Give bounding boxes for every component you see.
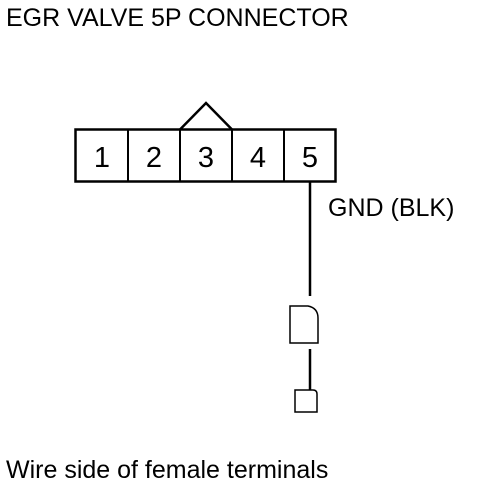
- probe-terminal-icon: [289, 305, 319, 344]
- pin-label-5: 5: [302, 142, 318, 174]
- pin-label-2: 2: [146, 142, 162, 174]
- connector-housing: [74, 128, 337, 183]
- locking-tab: [179, 101, 233, 131]
- pin-label-4: 4: [250, 142, 266, 174]
- probe-tip-icon: [294, 389, 318, 413]
- pin-label-3: 3: [198, 142, 214, 174]
- diagram-caption: Wire side of female terminals: [6, 456, 329, 484]
- diagram-title: EGR VALVE 5P CONNECTOR: [6, 4, 349, 32]
- wire-label: GND (BLK): [328, 194, 454, 222]
- pin-label-1: 1: [94, 142, 110, 174]
